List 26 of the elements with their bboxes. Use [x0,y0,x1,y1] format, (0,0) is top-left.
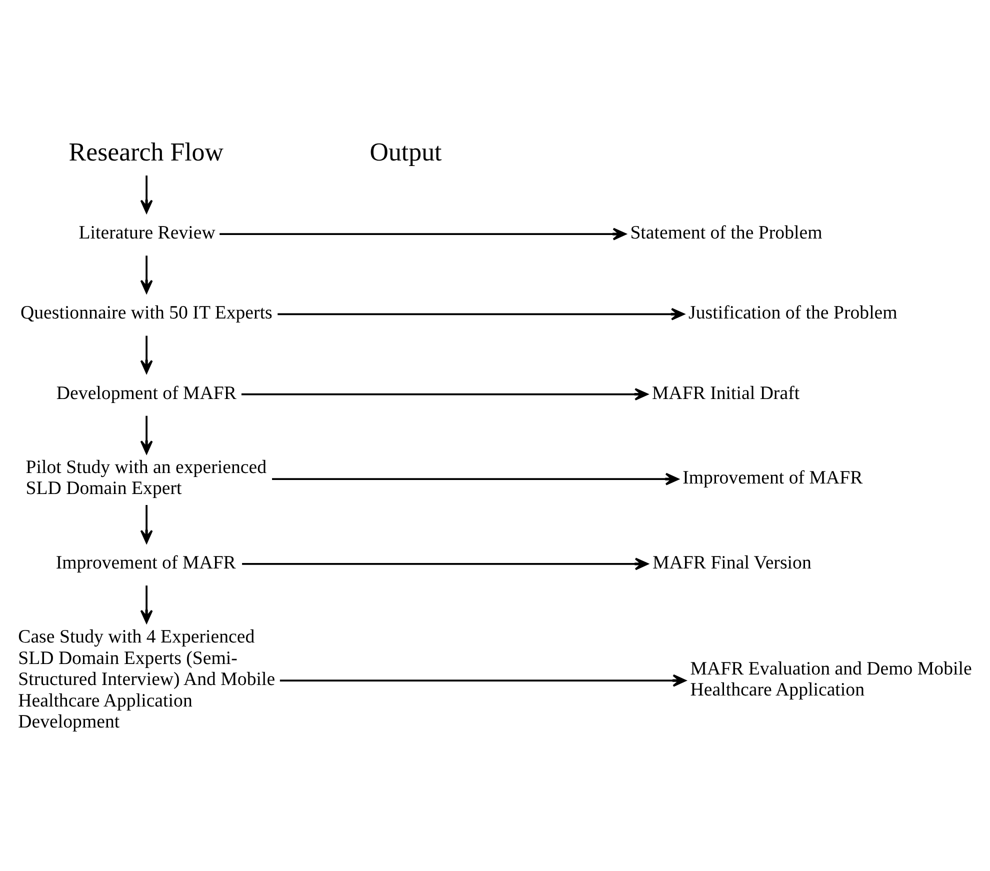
node-text: Justification of the Problem [688,302,898,324]
node-text: Improvement of MAFR [56,552,236,574]
arrow [140,505,153,544]
arrow [140,176,153,214]
node-text: Research Flow [68,138,224,167]
node-text: MAFR Evaluation and Demo Mobile Healthcare Application [690,658,972,701]
node-text: MAFR Final Version [652,552,812,574]
arrow [241,388,648,400]
node-text: Case Study with 4 Experienced SLD Domain Experts (Semi-Structured Interview) And Mobile Healthcare Application Development [18,626,276,732]
node-text: Statement of the Problem [630,222,822,244]
arrow [140,586,153,624]
arrow [280,674,686,687]
node-text: Improvement of MAFR [682,468,863,489]
arrow [272,472,679,486]
arrow [220,228,626,240]
node-text: Questionnaire with 50 IT Experts [20,302,272,324]
node-text: MAFR Initial Draft [652,382,800,404]
label: Output [370,138,442,167]
node-text: Development of MAFR [56,382,236,404]
node-text: Pilot Study with an experienced SLD Domain Expert [26,456,267,500]
arrow [140,256,153,294]
arrow [140,416,153,454]
arrow [140,336,153,374]
node-text: Literature Review [78,222,216,244]
arrow [278,308,685,320]
arrow [242,558,648,570]
